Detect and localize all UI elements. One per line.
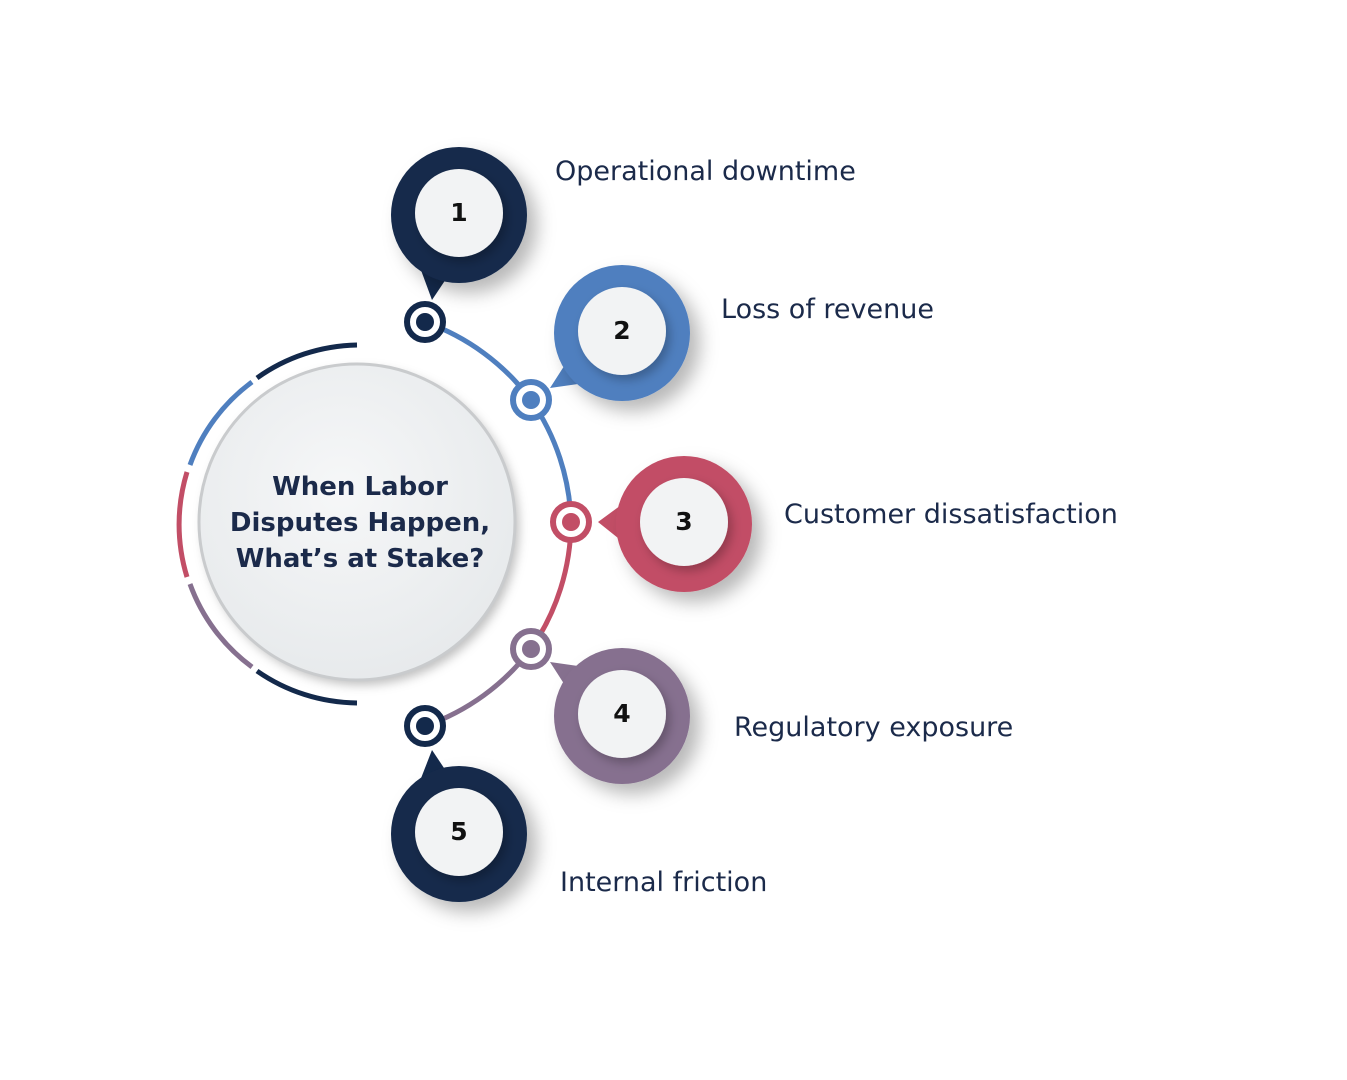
center-title-line-2: Disputes Happen, [229,508,491,538]
center-circle [197,362,517,682]
step-5 [391,705,527,902]
step-1-marker-dot [416,313,434,331]
outer-arc-bottom [255,668,358,706]
step-3-marker-dot [562,513,580,531]
step-1-label: Operational downtime [555,156,856,187]
step-3-number: 3 [675,507,693,536]
step-1-number: 1 [450,198,468,227]
step-4 [510,628,690,784]
step-3-label: Customer dissatisfaction [784,499,1118,530]
outer-decorative-ring [176,342,358,706]
outer-arc-lower [187,583,254,670]
step-4-label: Regulatory exposure [734,712,1014,743]
step-5-label: Internal friction [560,867,768,898]
step-3 [550,456,752,592]
outer-arc-middle [176,471,190,578]
center-title: When Labor Disputes Happen, What’s at St… [205,363,515,683]
step-5-number: 5 [450,817,468,846]
step-2-inner-circle [578,287,666,375]
step-2-label: Loss of revenue [721,294,934,325]
step-4-marker-dot [522,640,540,658]
step-4-inner-circle [578,670,666,758]
step-3-inner-circle [640,478,728,566]
step-1 [391,147,527,343]
outer-arc-upper [187,379,254,466]
outer-arc-top [255,342,358,381]
step-2-number: 2 [613,316,631,345]
center-title-line-3: What’s at Stake? [235,544,485,574]
step-1-inner-circle [415,169,503,257]
step-5-marker-dot [416,717,434,735]
step-4-number: 4 [613,699,631,728]
center-title-line-1: When Labor [272,472,448,502]
step-5-inner-circle [415,788,503,876]
step-2-marker-dot [522,391,540,409]
step-2 [510,265,690,421]
